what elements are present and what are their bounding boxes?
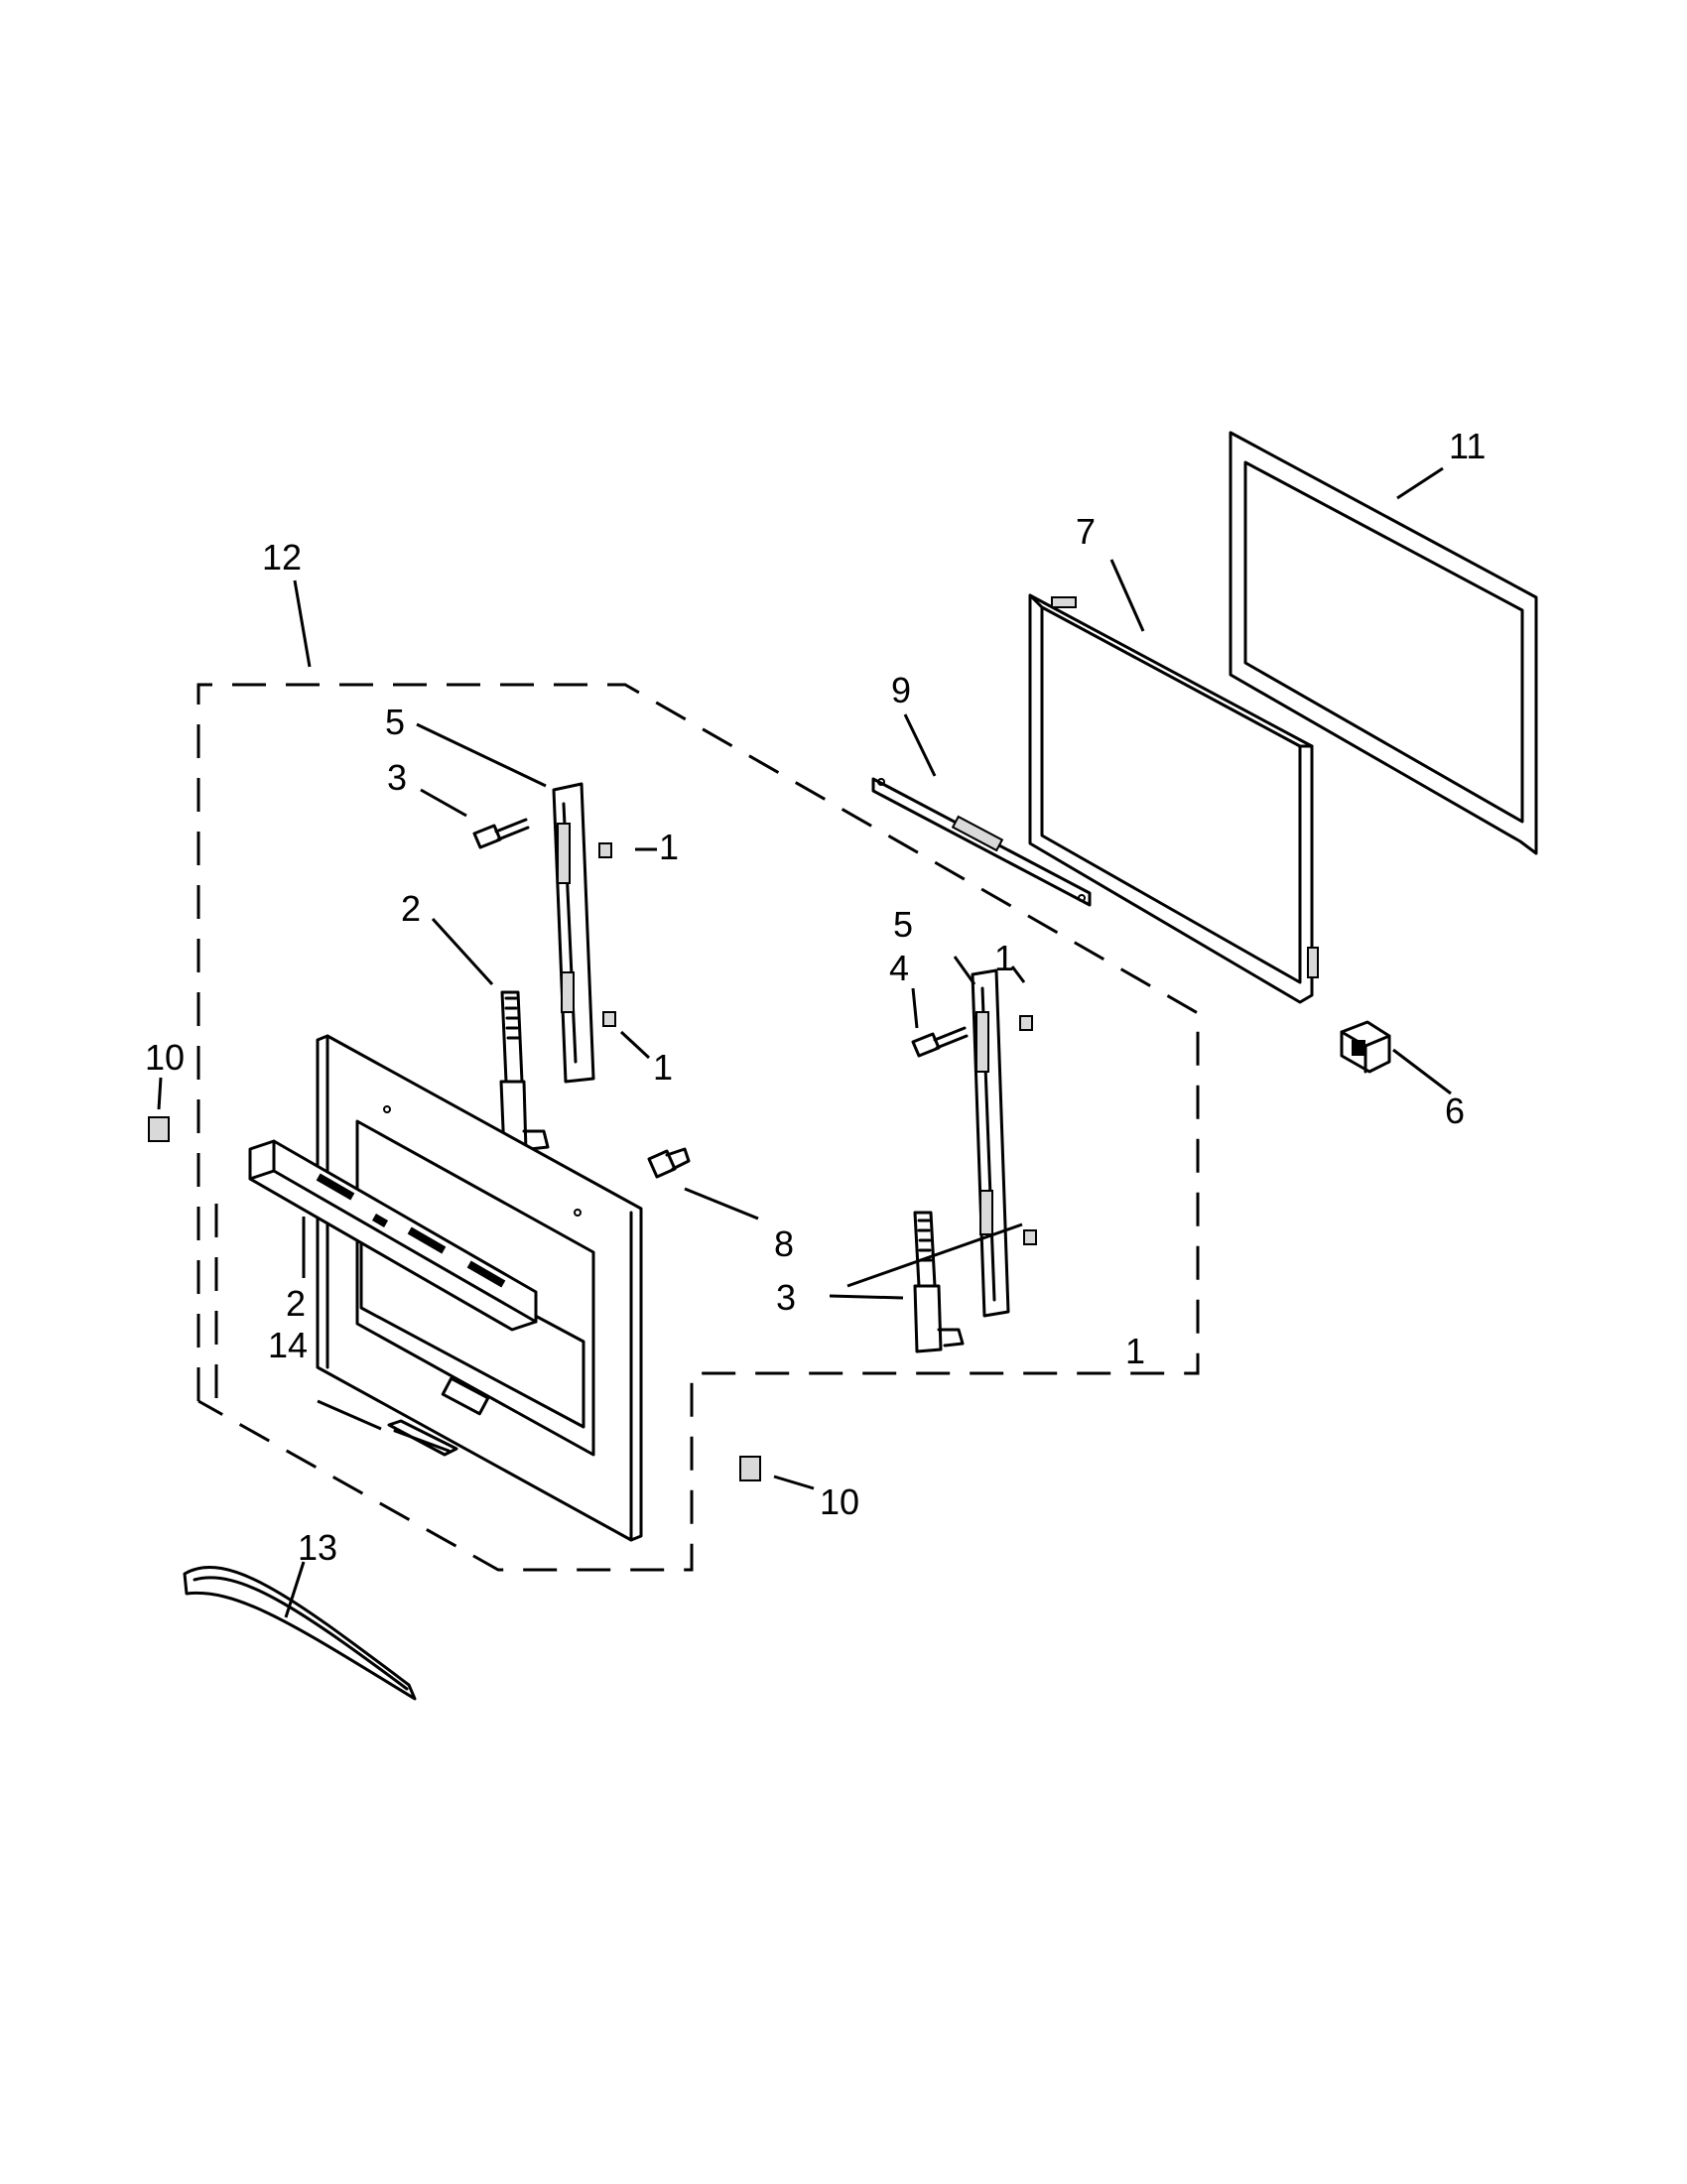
callout-1a: 1	[659, 827, 679, 867]
callout-1d: 1	[1125, 1331, 1145, 1371]
callout-8: 8	[774, 1223, 794, 1264]
callout-9: 9	[891, 670, 911, 710]
callout-3b: 4	[889, 948, 909, 988]
door-assembly-outline	[196, 683, 1200, 1572]
callout-7: 7	[1076, 511, 1096, 552]
part-9-bracket	[871, 777, 1092, 907]
hinge-assembly-left	[499, 782, 595, 1155]
part-11-door-frame	[1229, 431, 1538, 855]
callout-2a: 2	[401, 888, 421, 929]
callout-2b: 3	[776, 1277, 796, 1318]
part-3-screw-right	[911, 1026, 969, 1058]
callout-5b: 5	[893, 904, 913, 945]
callout-12: 12	[262, 537, 302, 578]
callout-10a: 10	[145, 1037, 185, 1078]
callout-3a: 3	[387, 757, 407, 798]
part-1-clips	[598, 842, 1037, 1245]
part-13-curved-handle	[183, 1565, 417, 1701]
part-8-bolt	[647, 1147, 691, 1179]
part-14-badge	[387, 1419, 458, 1457]
leader-lines	[157, 466, 1452, 1618]
callout-1b: 1	[653, 1047, 673, 1088]
part-7-inner-panel	[1028, 593, 1319, 1004]
part-10-label-left	[148, 1116, 170, 1142]
callout-14: 14	[268, 1325, 308, 1365]
callout-5a: 5	[385, 702, 405, 742]
callout-13: 13	[298, 1527, 337, 1568]
hinge-assembly-right	[913, 968, 1010, 1353]
part-4-handle-bar	[248, 1139, 538, 1332]
callout-4: 2	[286, 1283, 306, 1324]
part-10-label-right	[739, 1456, 761, 1481]
part-6-latch	[1340, 1020, 1391, 1074]
callout-11: 11	[1449, 426, 1486, 466]
callout-6: 6	[1445, 1091, 1465, 1131]
callouts: 12 11 7 9 5 3 1 2 1 10 5 1 4 6 8 3 1 2 1…	[145, 426, 1486, 1568]
callout-1c: 1	[994, 938, 1014, 978]
callout-10b: 10	[820, 1481, 859, 1522]
part-3-screw-left	[472, 818, 530, 849]
